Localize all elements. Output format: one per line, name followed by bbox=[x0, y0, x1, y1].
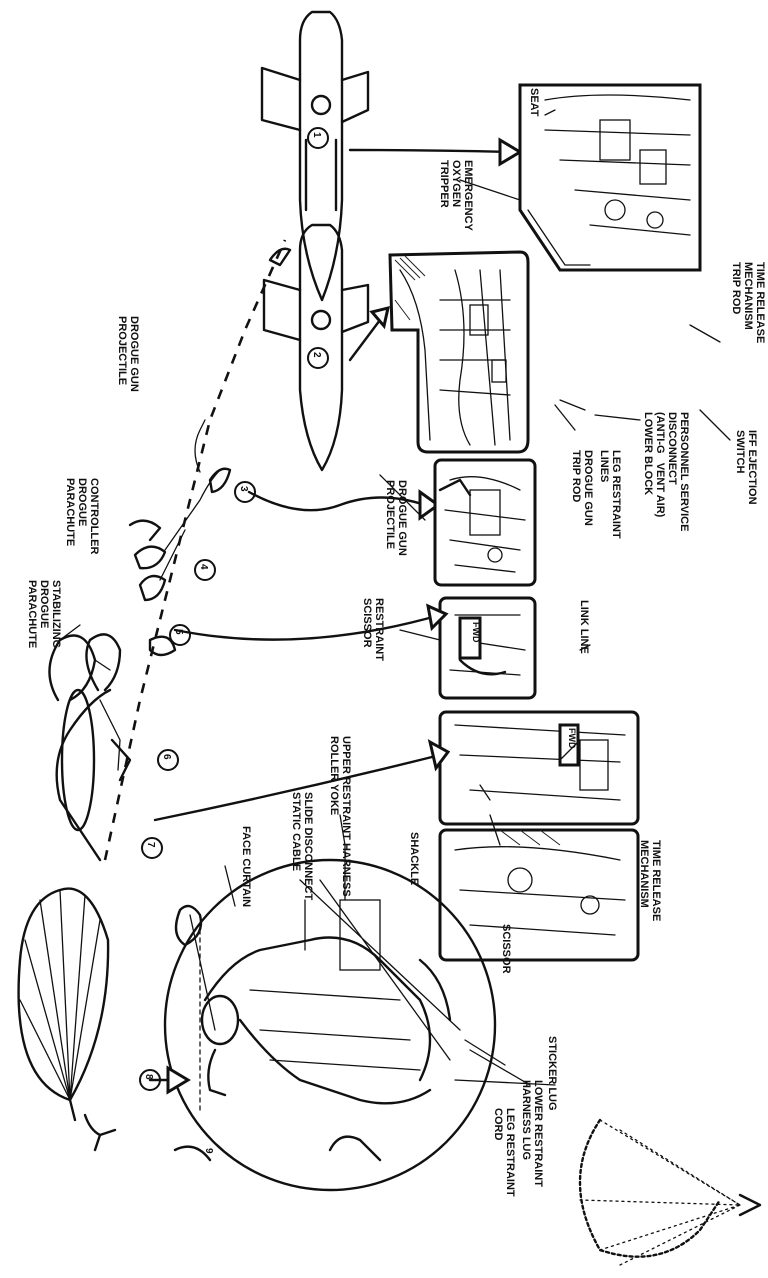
step-number: 7 bbox=[144, 842, 156, 848]
step-number: 5 bbox=[172, 629, 184, 635]
label-drogue-gun-projectile-panel: DROGUE GUN PROJECTILE bbox=[384, 480, 408, 556]
label-fwd: FWD bbox=[470, 622, 482, 643]
label-leg-restraint-cord: LEG RESTRAINT CORD bbox=[492, 1108, 516, 1197]
label-lower-restraint-harness-lug: LOWER RESTRAINT HARNESS LUG bbox=[520, 1080, 544, 1187]
label-drogue-gun-projectile-top: DROGUE GUN PROJECTILE bbox=[116, 316, 140, 392]
step-number: 9 bbox=[202, 1148, 214, 1154]
label-time-release-mechanism-trip-rod: TIME RELEASE MECHANISM TRIP ROD bbox=[730, 262, 766, 343]
step-number: 1 bbox=[310, 132, 322, 138]
step-number: 2 bbox=[310, 352, 322, 358]
step-number: 6 bbox=[160, 754, 172, 760]
step-number: 3 bbox=[237, 486, 249, 492]
label-stabilizing-drogue-parachute: STABILIZING DROGUE PARACHUTE bbox=[26, 580, 62, 648]
label-time-release-mechanism-panel: TIME RELEASE MECHANISM bbox=[638, 840, 662, 921]
label-scissor: SCISSOR bbox=[500, 924, 512, 974]
label-upper-restraint-harness-roller-yoke: UPPER RESTRAINT HARNESS ROLLER YOKE bbox=[328, 736, 352, 897]
personnel-parachute bbox=[580, 1120, 760, 1265]
label-restraint-scissor: RESTRAINT SCISSOR bbox=[361, 598, 385, 661]
time-release-panel bbox=[440, 712, 638, 960]
main-parachute bbox=[19, 889, 115, 1150]
seat-inset-panel bbox=[520, 85, 700, 270]
label-shackle: SHACKLE bbox=[408, 832, 420, 885]
label-fwd: FWD bbox=[566, 728, 578, 749]
label-emergency-oxygen-tripper: EMERGENCY OXYGEN TRIPPER bbox=[438, 160, 474, 231]
label-leg-restraint-lines: LEG RESTRAINT LINES bbox=[598, 450, 622, 539]
label-slide-disconnect-static-cable: SLIDE DISCONNECT STATIC CABLE bbox=[290, 792, 314, 900]
label-link-line: LINK LINE bbox=[578, 600, 590, 654]
label-personnel-service-disconnect: PERSONNEL SERVICE DISCONNECT (ANTI-G VEN… bbox=[642, 412, 690, 531]
label-sticker-lug: STICKER LUG bbox=[546, 1036, 558, 1111]
cockpit-seat-panel bbox=[390, 252, 528, 452]
label-seat: SEAT bbox=[528, 88, 540, 117]
label-face-curtain: FACE CURTAIN bbox=[240, 826, 252, 907]
label-iff-ejection-switch: IFF EJECTION SWITCH bbox=[734, 430, 758, 505]
label-controller-drogue-parachute: CONTROLLER DROGUE PARACHUTE bbox=[64, 478, 100, 554]
extraction-chutes bbox=[49, 625, 130, 860]
link-line-panel bbox=[440, 598, 535, 698]
step-number: 4 bbox=[197, 564, 209, 570]
drogue-gun-panel bbox=[435, 460, 535, 585]
label-drogue-gun-trip-rod: DROGUE GUN TRIP ROD bbox=[570, 450, 594, 526]
step-number: 8 bbox=[142, 1074, 154, 1080]
